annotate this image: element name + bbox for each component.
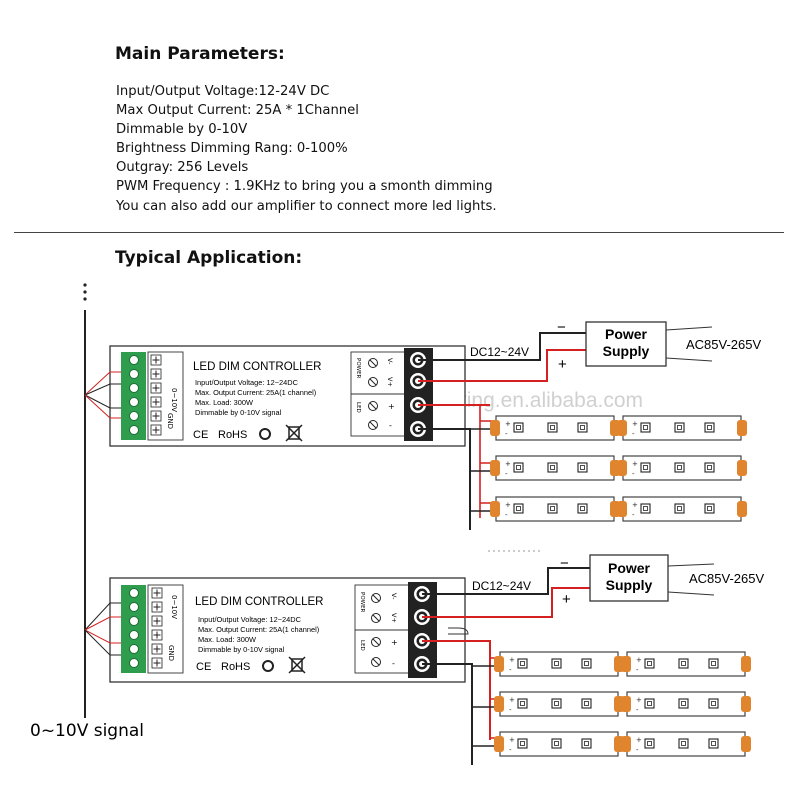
psu-minus-sign: − [560,555,569,572]
cert-symbol-icon [259,428,271,440]
parameter-list: Input/Output Voltage:12-24V DC Max Outpu… [116,82,497,216]
input-top-label: 0~10V [170,595,178,619]
dc-voltage-label: DC12~24V [470,345,529,359]
led-strip [616,415,748,441]
input-bottom-label: GND [166,413,174,429]
ac-voltage-label: AC85V-265V [689,571,764,586]
led-strip [620,691,752,717]
led-plus-label: + [388,402,395,411]
parameter-line: Input/Output Voltage:12-24V DC [116,84,330,99]
signal-label: 0~10V signal [30,721,144,741]
led-strip [493,731,625,757]
parameter-line: Brightness Dimming Rang: 0-100% [116,141,348,157]
psu-label-line2: Supply [606,577,653,593]
vplus-label: V+ [386,377,394,387]
spec-line: Max. Output Current: 25A(1 channel) [195,388,316,397]
weee-bin-icon [288,656,306,674]
vminus-label: V- [386,358,394,365]
led-strip [493,651,625,677]
rohs-mark: RoHS [221,661,250,673]
psu-label-line1: Power [608,560,651,576]
ac-voltage-label: AC85V-265V [686,337,761,352]
cert-symbol-icon [262,660,274,672]
input-bottom-label: GND [167,645,175,661]
led-strip [620,731,752,757]
psu-label-line1: Power [605,326,648,342]
led-strip [489,415,621,441]
led-minus-label: - [389,421,392,430]
led-strip [616,455,748,481]
spec-line: Input/Output Voltage: 12~24DC [195,378,299,387]
ce-mark: CE [193,429,208,441]
input-top-label: 0~10V [170,388,178,412]
dc-voltage-label: DC12~24V [472,579,531,593]
vplus-label: V+ [390,613,398,623]
typical-application-heading: Typical Application: [115,248,303,268]
led-minus-label: - [392,659,395,668]
led-label: LED [355,402,361,413]
power-supply-box [585,321,667,367]
led-strip [620,651,752,677]
led-plus-label: + [391,638,398,647]
section-divider [14,232,784,233]
parameter-line: Max Output Current: 25A * 1Channel [116,103,359,119]
unit-2: 0~10V GND LED DIM CONTROLLER Input/Outpu… [84,554,764,765]
led-strip [489,496,621,522]
controller-title: LED DIM CONTROLLER [193,361,321,373]
vminus-label: V- [390,593,398,600]
ce-mark: CE [196,661,211,673]
parameter-line: Dimmable by 0-10V [116,122,248,138]
psu-minus-sign: − [557,319,566,336]
spec-line: Input/Output Voltage: 12~24DC [198,615,302,624]
power-label: POWER [359,592,365,613]
spec-line: Max. Output Current: 25A(1 channel) [198,625,319,634]
power-supply-box [589,554,669,602]
power-label: POWER [355,358,361,379]
unit-1: 0~10V GND LED DIM CONTROLLER Input/Outpu… [84,319,761,552]
rohs-mark: RoHS [218,429,247,441]
psu-plus-sign: + [558,356,567,373]
signal-bus [83,283,87,718]
spec-line: Dimmable by 0-10V signal [195,408,282,417]
spec-line: Max. Load: 300W [195,398,253,407]
parameter-line: PWM Frequency : 1.9KHz to bring you a sm… [116,179,493,195]
led-strip [493,691,625,717]
psu-plus-sign: + [562,591,571,608]
weee-bin-icon [285,424,303,442]
spec-line: Dimmable by 0-10V signal [198,645,285,654]
parameter-line: Outgray: 256 Levels [116,160,249,176]
led-strip [489,455,621,481]
controller-title: LED DIM CONTROLLER [195,596,323,608]
spec-line: Max. Load: 300W [198,635,256,644]
main-parameters-heading: Main Parameters: [115,44,285,64]
led-strip [616,496,748,522]
psu-label-line2: Supply [603,343,650,359]
parameter-line: You can also add our amplifier to connec… [116,198,497,214]
led-label: LED [359,640,365,651]
